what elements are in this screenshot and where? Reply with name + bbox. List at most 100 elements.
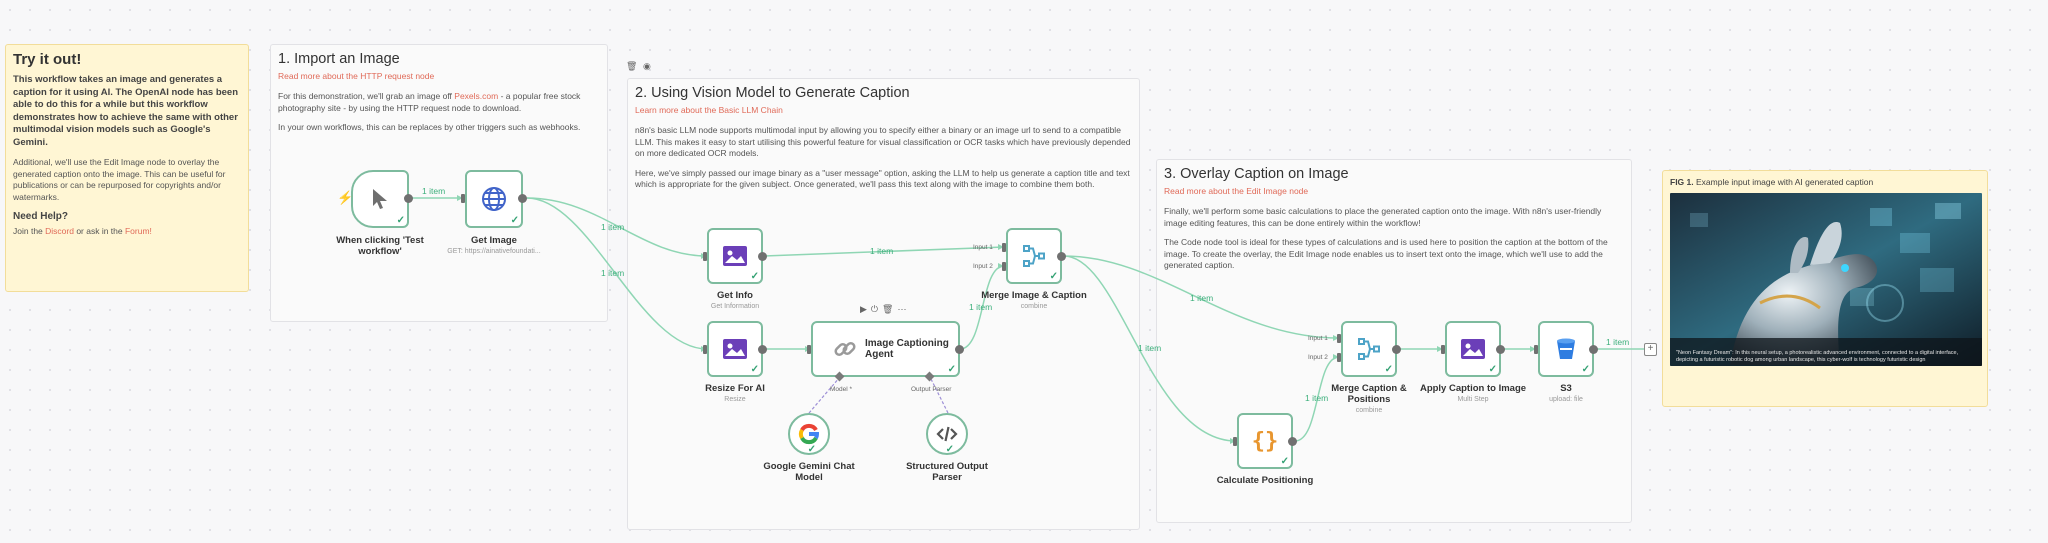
node-resize-for-ai[interactable]: ✓ xyxy=(707,321,763,377)
success-check-icon: ✓ xyxy=(1280,456,1289,467)
play-icon[interactable]: ▶ xyxy=(860,304,871,314)
trash-icon[interactable]: 🗑 xyxy=(626,61,638,71)
output-handle[interactable] xyxy=(758,252,767,261)
node-subtitle: Get Information xyxy=(710,303,760,310)
note-vision-model[interactable]: 2. Using Vision Model to Generate Captio… xyxy=(627,78,1140,530)
node-subtitle: GET: https://ainativefoundati... xyxy=(447,248,541,255)
input-handle[interactable] xyxy=(1534,345,1538,354)
success-check-icon: ✓ xyxy=(510,215,519,226)
add-node-button[interactable]: + xyxy=(1644,343,1657,356)
output-handle[interactable] xyxy=(955,345,964,354)
node-image-captioning-agent[interactable]: Image Captioning Agent ✓ xyxy=(811,321,960,377)
trash-icon[interactable]: 🗑 xyxy=(882,304,898,314)
input-handle[interactable] xyxy=(807,345,811,354)
input-handle[interactable] xyxy=(1002,262,1006,271)
note-title: 3. Overlay Caption on Image xyxy=(1164,166,1349,182)
note-paragraph: Here, we've simply passed our image bina… xyxy=(635,167,1130,190)
node-subtitle: upload: file xyxy=(1549,396,1583,403)
palette-icon[interactable]: ◉ xyxy=(642,61,651,71)
node-label: Image Captioning Agent xyxy=(865,338,949,360)
note-paragraph: For this demonstration, we'll grab an im… xyxy=(278,91,600,114)
code-icon xyxy=(936,426,958,442)
node-calculate-positioning[interactable]: {} ✓ xyxy=(1237,413,1293,469)
node-label: Structured Output Parser xyxy=(906,461,988,483)
input-handle[interactable] xyxy=(461,194,465,203)
node-label: Get Info xyxy=(717,290,753,301)
note-try-it-out[interactable]: Try it out! This workflow takes an image… xyxy=(5,44,249,292)
example-image: "Neon Fantasy Dream": In this neural set… xyxy=(1670,193,1982,366)
success-check-icon: ✓ xyxy=(1049,271,1058,282)
node-s3[interactable]: ✓ xyxy=(1538,321,1594,377)
node-apply-caption[interactable]: ✓ xyxy=(1445,321,1501,377)
cursor-icon xyxy=(373,189,387,209)
node-label: Calculate Positioning xyxy=(1216,475,1314,486)
forum-link[interactable]: Forum! xyxy=(124,226,152,236)
node-label: S3 xyxy=(1560,383,1572,394)
output-handle[interactable] xyxy=(1496,345,1505,354)
success-check-icon: ✓ xyxy=(1581,364,1590,375)
node-label: Get Image xyxy=(471,235,517,246)
merge-icon xyxy=(1023,245,1045,267)
connection-count: 1 item xyxy=(422,186,446,196)
output-handle[interactable] xyxy=(1589,345,1598,354)
handle-label: Output Parser xyxy=(911,386,952,393)
node-get-image[interactable]: ✓ xyxy=(465,170,523,228)
connection-count: 1 item xyxy=(1190,293,1214,303)
note-text: For this demonstration, we'll grab an im… xyxy=(278,91,455,101)
input-handle[interactable] xyxy=(1441,345,1445,354)
node-subtitle: combine xyxy=(1020,303,1048,310)
node-merge-image-caption[interactable]: ✓ xyxy=(1006,228,1062,284)
success-check-icon: ✓ xyxy=(1384,364,1393,375)
image-icon xyxy=(723,339,747,359)
pexels-link[interactable]: Pexels.com xyxy=(454,91,499,101)
node-label: Merge Image & Caption xyxy=(981,290,1087,301)
note-paragraph: n8n's basic LLM node supports multimodal… xyxy=(635,125,1131,158)
llm-chain-docs-link[interactable]: Learn more about the Basic LLM Chain xyxy=(635,105,783,115)
node-label: When clicking 'Test workflow' xyxy=(336,235,424,257)
note-paragraph: The Code node tool is ideal for these ty… xyxy=(1164,237,1608,270)
node-subtitle: Resize xyxy=(724,396,746,403)
power-icon[interactable]: ⏻ xyxy=(870,304,883,314)
note-fig-1[interactable]: FIG 1. Example input image with AI gener… xyxy=(1662,170,1988,407)
connection-count: 1 item xyxy=(601,222,625,232)
discord-link[interactable]: Discord xyxy=(45,226,74,236)
image-icon xyxy=(723,246,747,266)
output-handle[interactable] xyxy=(518,194,527,203)
bucket-icon xyxy=(1557,338,1575,359)
input-handle[interactable] xyxy=(1233,437,1237,446)
robot-dog-image xyxy=(1670,193,1982,366)
node-label: Resize For AI xyxy=(705,383,765,394)
output-handle[interactable] xyxy=(404,194,413,203)
node-manual-trigger[interactable]: ✓ xyxy=(351,170,409,228)
input-label: Input 2 xyxy=(973,263,993,270)
edit-image-docs-link[interactable]: Read more about the Edit Image node xyxy=(1164,186,1309,196)
note-additional: Additional, we'll use the Edit Image nod… xyxy=(13,157,226,202)
help-middle: or ask in the xyxy=(73,226,125,236)
input-handle[interactable] xyxy=(1002,243,1006,252)
output-handle[interactable] xyxy=(1057,252,1066,261)
node-google-gemini[interactable]: ✓ xyxy=(788,413,830,455)
input-handle[interactable] xyxy=(703,345,707,354)
connection-count: 1 item xyxy=(1606,337,1630,347)
output-handle[interactable] xyxy=(1392,345,1401,354)
note-import-image[interactable]: 1. Import an Image Read more about the H… xyxy=(270,44,608,322)
node-get-info[interactable]: ✓ xyxy=(707,228,763,284)
http-request-docs-link[interactable]: Read more about the HTTP request node xyxy=(278,71,435,81)
output-handle[interactable] xyxy=(758,345,767,354)
node-structured-output-parser[interactable]: ✓ xyxy=(926,413,968,455)
node-merge-caption-positions[interactable]: ✓ xyxy=(1341,321,1397,377)
connection-count: 1 item xyxy=(601,268,625,278)
node-subtitle: Multi Step xyxy=(1457,396,1489,403)
success-check-icon: ✓ xyxy=(1488,364,1497,375)
connection-count: 1 item xyxy=(969,302,993,312)
output-handle[interactable] xyxy=(1288,437,1297,446)
success-check-icon: ✓ xyxy=(947,364,956,375)
input-handle[interactable] xyxy=(703,252,707,261)
input-handle[interactable] xyxy=(1337,334,1341,343)
input-label: Input 1 xyxy=(1308,335,1328,342)
help-prefix: Join the xyxy=(13,226,46,236)
chain-link-icon xyxy=(834,341,856,357)
success-check-icon: ✓ xyxy=(750,271,759,282)
more-icon[interactable]: ⋯ xyxy=(897,304,911,314)
input-handle[interactable] xyxy=(1337,353,1341,362)
